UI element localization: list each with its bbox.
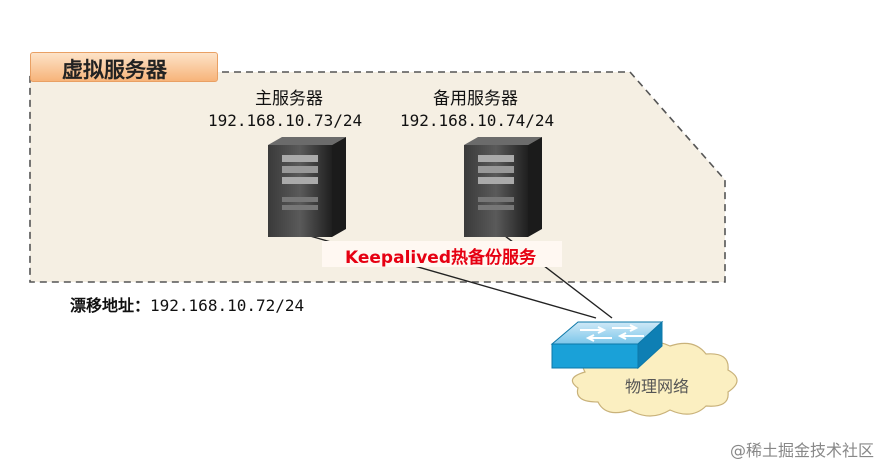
virtual-ip-label: 漂移地址： [70, 296, 151, 315]
keepalived-label-bg [322, 241, 562, 267]
server-tower-icon [268, 137, 346, 237]
primary-server-name: 主服务器 [255, 89, 323, 109]
watermark: @稀土掘金技术社区 [729, 441, 874, 460]
group-title: 虚拟服务器 [62, 58, 167, 82]
physical-network-label: 物理网络 [625, 377, 690, 396]
group-title-tab [30, 52, 218, 82]
keepalived-label: Keepalived热备份服务 [345, 248, 537, 268]
virtual-server-group-area [29, 71, 726, 283]
network-switch-icon [550, 320, 664, 370]
backup-server-ip: 192.168.10.74/24 [400, 111, 555, 130]
virtual-ip-row: 漂移地址：192.168.10.72/24 [70, 292, 304, 316]
backup-server-name: 备用服务器 [433, 89, 518, 109]
primary-server-ip: 192.168.10.73/24 [208, 111, 363, 130]
server-tower-icon [464, 137, 542, 237]
virtual-ip-value: 192.168.10.72/24 [150, 296, 305, 315]
